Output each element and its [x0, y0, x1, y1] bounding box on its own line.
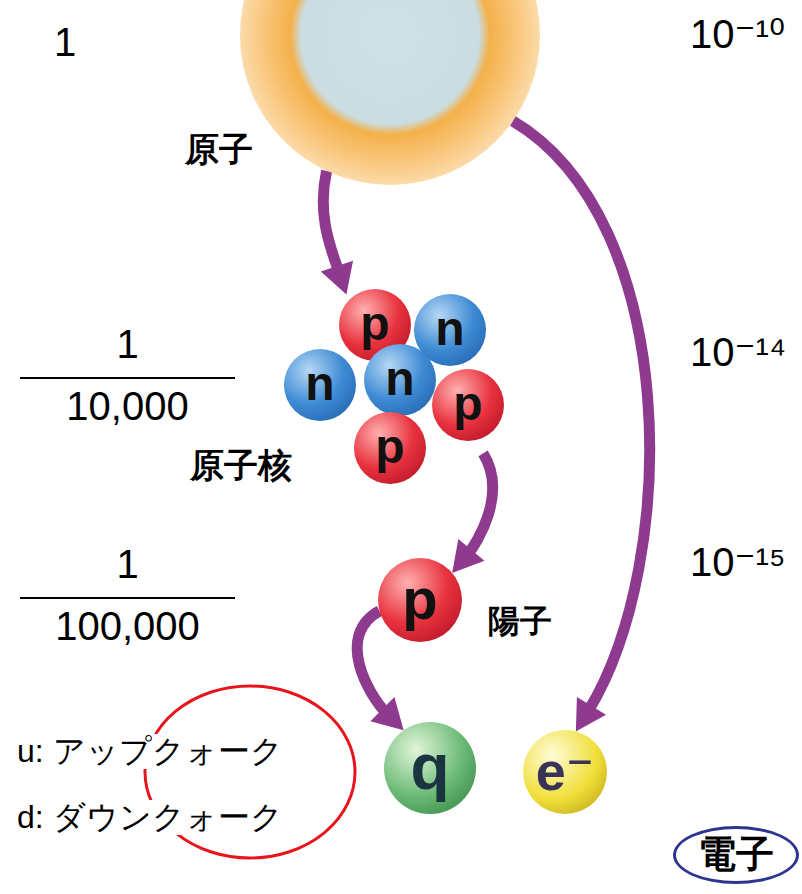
- node-text: q: [410, 735, 449, 799]
- node-text: n: [435, 305, 464, 353]
- nucleus: 原子核pnnnpp: [280, 285, 510, 490]
- node-text: n: [385, 355, 414, 403]
- node-label: 原子核: [190, 448, 292, 482]
- node-text: p: [360, 300, 389, 348]
- arrow-shaft: [468, 453, 493, 554]
- node-label: 原子: [185, 132, 253, 166]
- electron: e⁻: [523, 730, 607, 814]
- arrow-head: [370, 697, 403, 730]
- arrow-connector: [513, 121, 650, 731]
- node-text: p: [375, 423, 404, 471]
- quark: q: [384, 722, 476, 814]
- arrow-head: [576, 697, 606, 731]
- node-text: 電子: [698, 835, 774, 873]
- arrow-head: [321, 261, 353, 295]
- quark-label: d: ダウンクォーク: [15, 800, 285, 835]
- proton-ball: p: [432, 369, 504, 441]
- electron-label: 電子: [673, 826, 799, 884]
- quark-label: u: アップクォーク: [15, 734, 285, 769]
- scale-label: 100,000: [20, 604, 235, 648]
- neutron-ball: n: [364, 344, 436, 416]
- fraction-bar: [20, 377, 235, 379]
- scale-label: 1: [40, 20, 90, 64]
- node-text: p: [453, 380, 482, 428]
- arrow-shaft: [357, 611, 386, 713]
- neutron-ball: n: [284, 349, 356, 421]
- scale-label: 1: [20, 542, 235, 586]
- proton: p陽子: [378, 558, 462, 642]
- scale-label: 1: [20, 322, 235, 366]
- proton-ball: p: [354, 412, 426, 484]
- fraction-bar: [20, 597, 235, 599]
- node-text: n: [305, 360, 334, 408]
- scale-label: 10⁻¹⁰: [690, 12, 785, 56]
- arrow-shaft: [323, 171, 339, 272]
- scale-label: 10⁻¹⁴: [690, 330, 786, 374]
- arrow-head: [452, 539, 484, 573]
- scale-label: 10⁻¹⁵: [690, 540, 786, 584]
- node-text: e⁻: [536, 744, 595, 798]
- node-text: p: [402, 570, 437, 628]
- arrow-connector: [452, 453, 492, 573]
- node-label: 陽子: [488, 605, 552, 637]
- atom: 原子: [240, 0, 540, 185]
- scale-label: 10,000: [20, 384, 235, 428]
- arrow-connector: [321, 171, 353, 295]
